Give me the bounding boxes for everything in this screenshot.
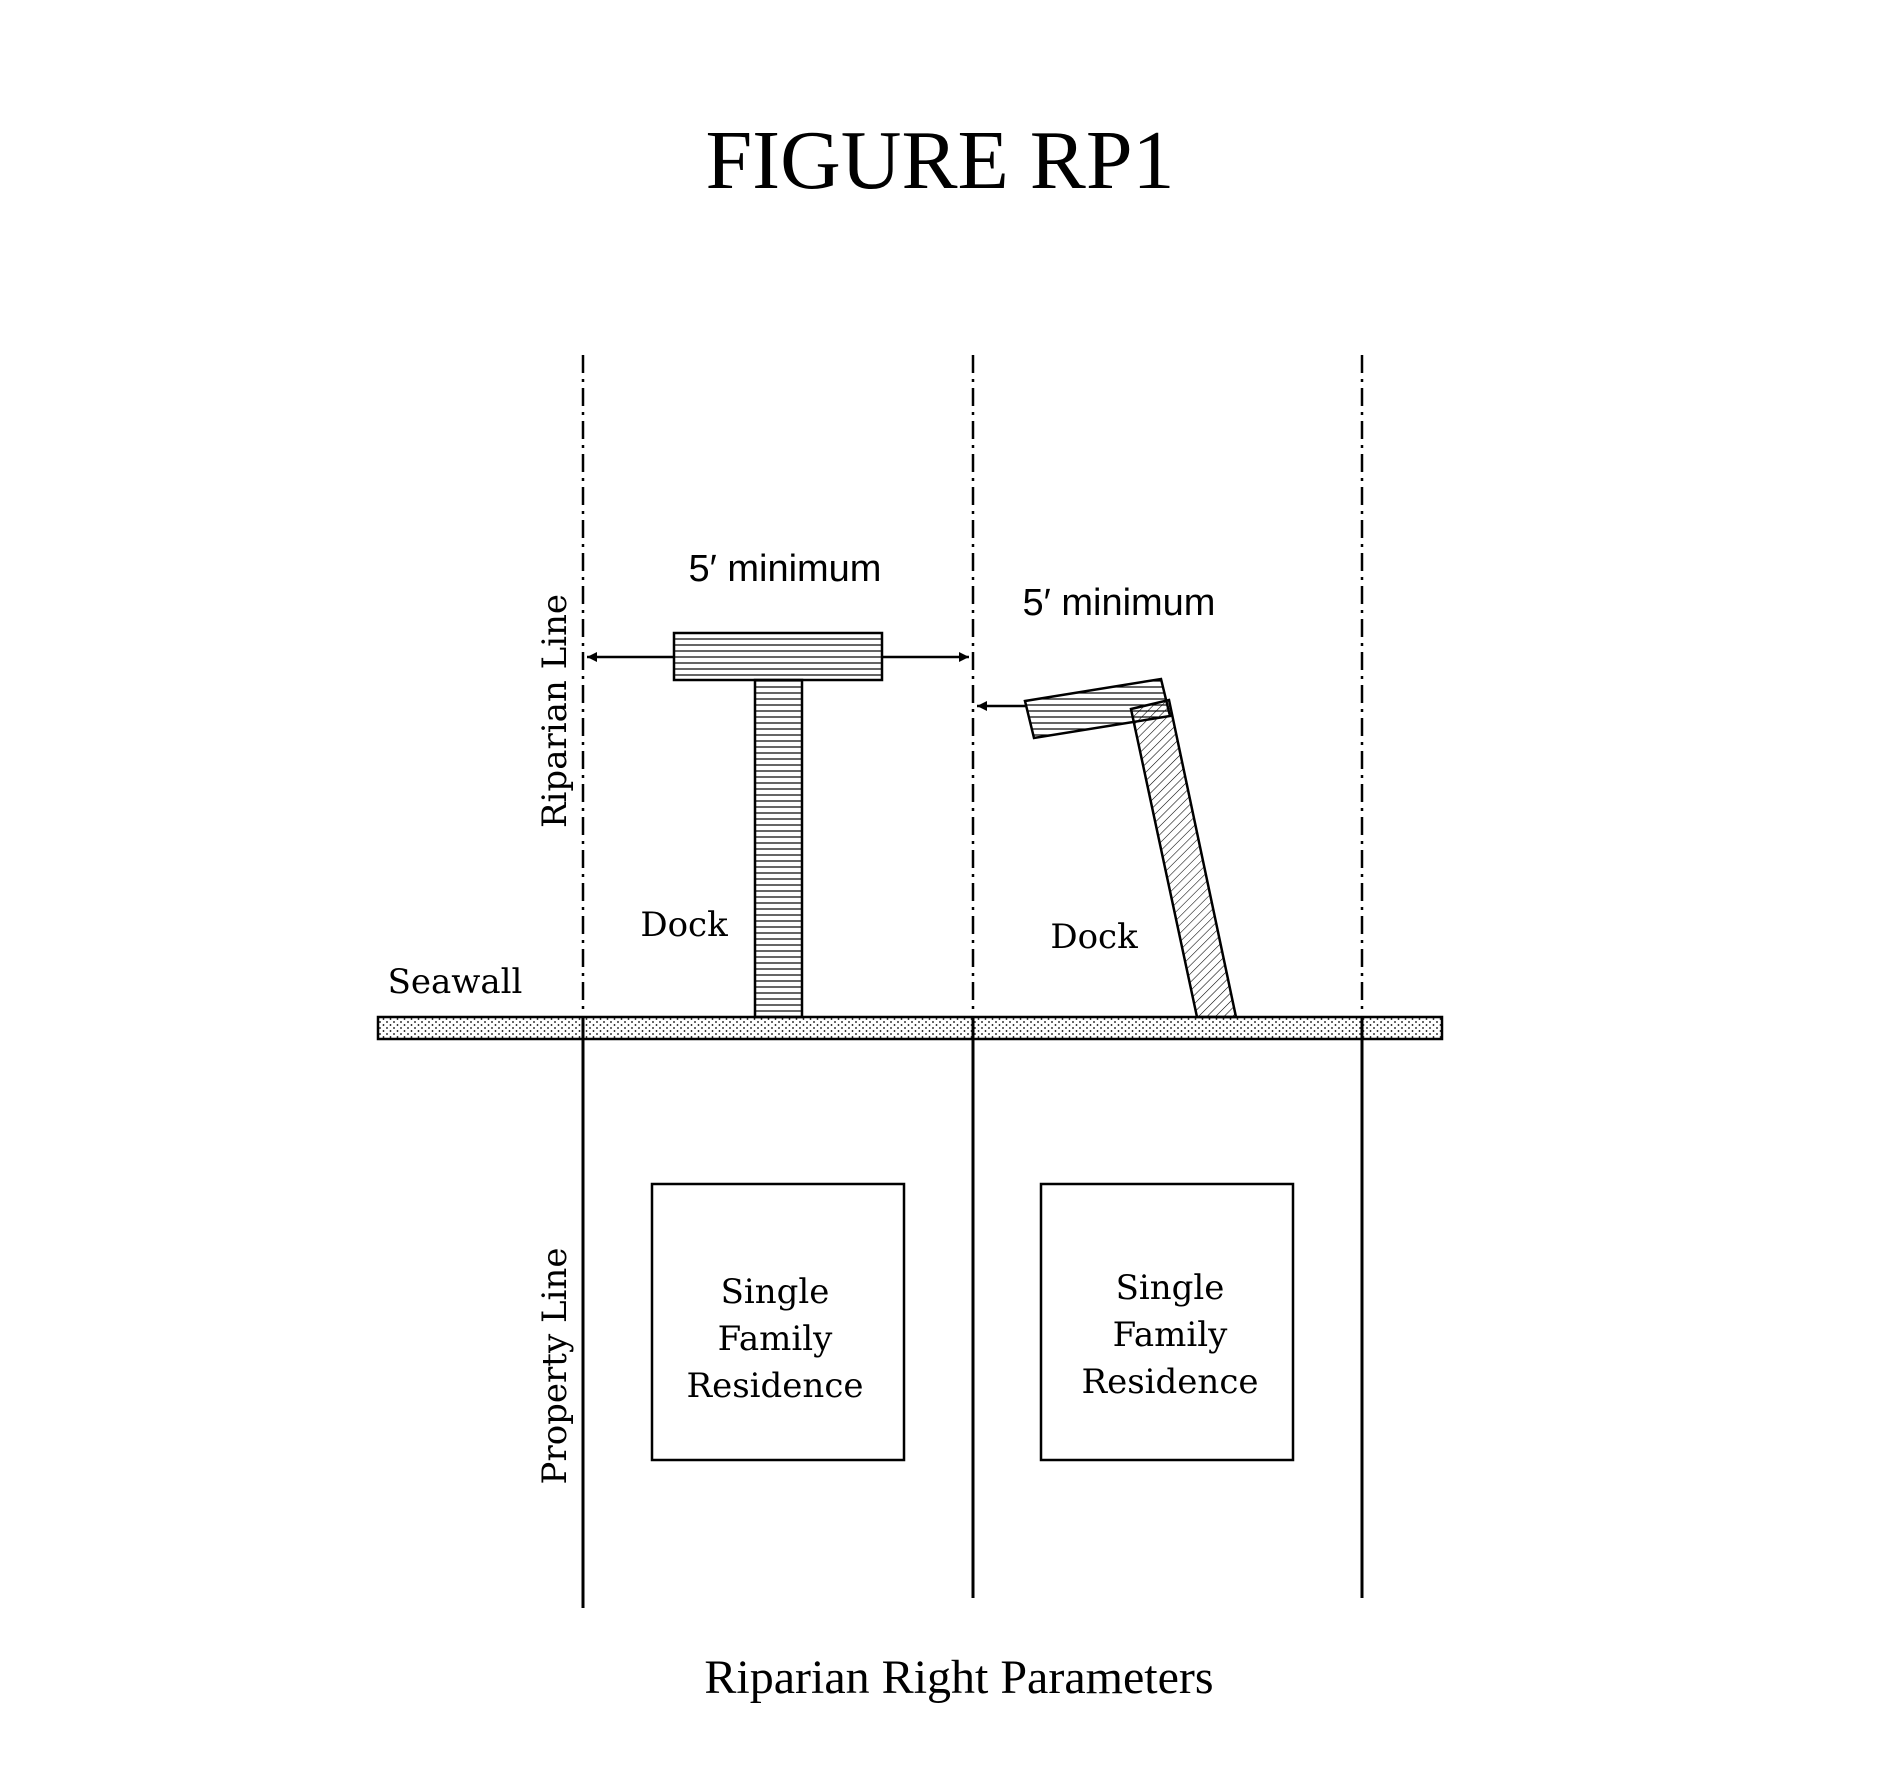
figure-title: FIGURE RP1 [705,114,1174,207]
seawall-label: Seawall [388,962,523,1002]
dock-label-right: Dock [1050,917,1138,957]
seawall [376,1015,1444,1041]
residence-right-line-2: Family [1113,1315,1229,1355]
residence-box-left [650,1182,906,1462]
residence-left-line-1: Single [721,1272,830,1312]
minimum-label-right: 5′ minimum [1023,582,1216,624]
residence-left-line-2: Family [718,1319,834,1359]
dock-left-walkway [753,678,804,1019]
property-line-label: Property Line [535,1248,575,1485]
dock-label-left: Dock [640,905,728,945]
dock-left-platform [672,631,884,682]
residence-right-line-3: Residence [1082,1362,1259,1402]
minimum-label-left: 5′ minimum [689,548,882,590]
residence-right-line-1: Single [1116,1268,1225,1308]
residence-left-line-3: Residence [687,1366,864,1406]
figure-caption: Riparian Right Parameters [704,1651,1213,1704]
residence-box-right [1039,1182,1295,1462]
dock-right-platform [1023,677,1172,740]
riparian-line-label: Riparian Line [535,594,575,828]
dock-right-walkway [1129,698,1238,1019]
